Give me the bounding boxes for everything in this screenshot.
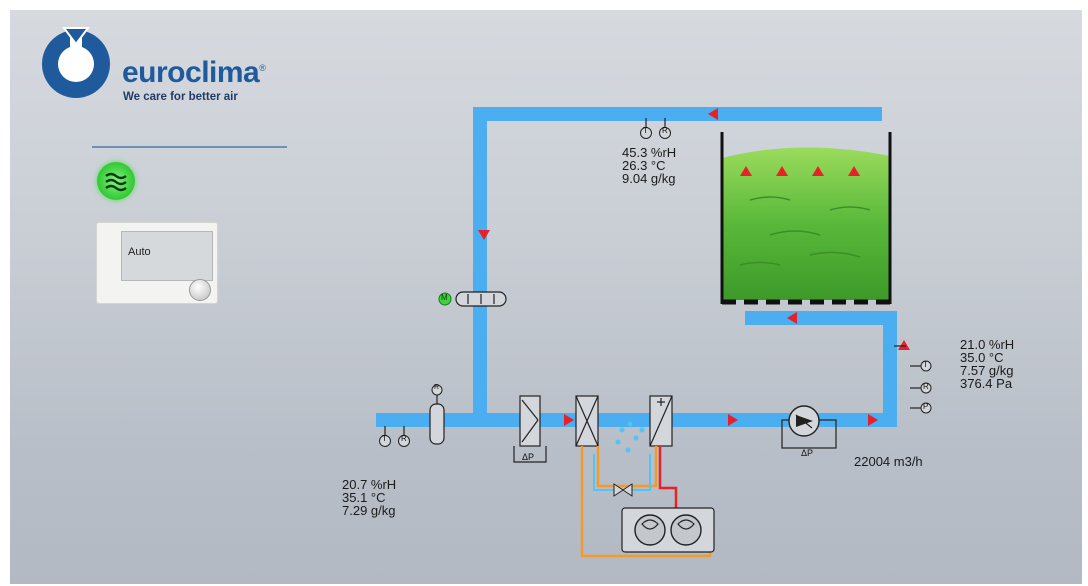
outdoor-temp: 35.1 °C — [342, 490, 386, 505]
damper[interactable] — [438, 291, 507, 307]
hvac-schematic-screen: euroclima® We care for better air Auto — [10, 10, 1082, 584]
room-controller[interactable]: Auto — [96, 222, 218, 304]
outdoor-air-readout: 20.7 %rH 35.1 °C 7.29 g/kg — [342, 478, 396, 517]
temp-sensor-symbol: T — [923, 360, 928, 369]
fan-dp-label: ΔP — [801, 448, 814, 458]
supply-duct — [376, 311, 897, 427]
flow-arrow — [776, 166, 788, 176]
return-abs-humidity: 9.04 g/kg — [622, 171, 676, 186]
pressure-sensor-symbol: P — [923, 402, 929, 411]
flow-arrow — [478, 230, 490, 240]
outdoor-rh: 20.7 %rH — [342, 477, 397, 492]
humidity-sensor-symbol: R — [923, 382, 929, 391]
brand-name-text: euroclima — [122, 56, 260, 89]
supply-air-readout: 21.0 %rH 35.0 °C 7.57 g/kg 376.4 Pa — [960, 338, 1014, 390]
supply-pressure: 376.4 Pa — [960, 376, 1013, 391]
inlet-sensors — [379, 384, 445, 447]
controller-knob[interactable] — [189, 279, 211, 301]
return-sensors — [640, 118, 671, 139]
flow-arrow — [564, 414, 574, 426]
flow-arrow — [728, 414, 738, 426]
flow-arrow — [740, 166, 752, 176]
flow-arrow — [898, 340, 910, 350]
air-handling-schematic — [376, 107, 932, 558]
return-air-readout: 45.3 %rH 26.3 °C 9.04 g/kg — [622, 146, 676, 185]
compressor-unit[interactable] — [621, 507, 715, 553]
supply-fan[interactable] — [781, 405, 837, 449]
flow-arrow — [787, 312, 797, 324]
flow-arrow — [848, 166, 860, 176]
flow-arrow — [868, 414, 878, 426]
damper-motor-symbol: M — [441, 293, 448, 302]
return-temp: 26.3 °C — [622, 158, 666, 173]
flow-arrow — [708, 108, 718, 120]
supply-rh: 21.0 %rH — [960, 337, 1015, 352]
filter[interactable] — [513, 395, 547, 463]
euroclima-logo-icon — [42, 27, 110, 98]
humidity-sensor-symbol: R — [434, 384, 440, 391]
filter-dp-label: ΔP — [522, 452, 535, 462]
spray-droplets — [615, 421, 645, 453]
flow-arrow — [812, 166, 824, 176]
temp-sensor-symbol: T — [643, 126, 648, 135]
supply-abs-humidity: 7.57 g/kg — [960, 363, 1014, 378]
supply-sensors — [894, 345, 932, 414]
return-duct — [473, 107, 882, 420]
refrigerant-piping — [580, 446, 712, 558]
brand-tagline: We care for better air — [123, 91, 238, 103]
brand-name: euroclima® — [122, 56, 266, 90]
humidity-sensor-symbol: R — [401, 434, 407, 443]
heat-exchanger[interactable] — [575, 395, 599, 447]
fan-status-indicator[interactable] — [97, 162, 135, 200]
fan-airflow-icon — [105, 172, 127, 192]
controller-display: Auto — [121, 231, 213, 281]
inlet-humidifier — [429, 403, 445, 445]
damper-motor-icon — [438, 292, 452, 306]
fan-airflow-readout: 22004 m3/h — [854, 454, 923, 469]
registered-mark: ® — [259, 63, 266, 73]
supply-temp: 35.0 °C — [960, 350, 1004, 365]
flow-arrows — [478, 108, 910, 426]
divider — [92, 146, 287, 148]
outdoor-abs-humidity: 7.29 g/kg — [342, 503, 396, 518]
return-rh: 45.3 %rH — [622, 145, 677, 160]
controller-mode: Auto — [128, 246, 151, 258]
humidity-sensor-symbol: R — [662, 126, 668, 135]
heating-coil[interactable] — [649, 395, 673, 447]
temp-sensor-symbol: T — [382, 434, 387, 443]
